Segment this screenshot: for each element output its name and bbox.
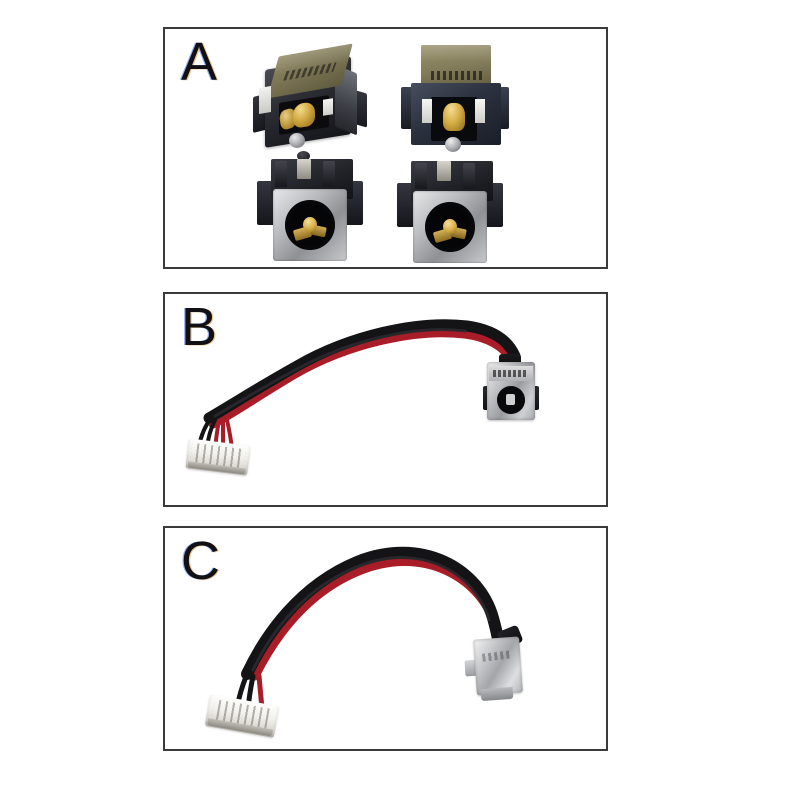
- jack-pin-stub: [297, 151, 310, 161]
- jack-print-marking: [493, 370, 527, 377]
- jack-tab-right: [475, 99, 485, 123]
- jack-print-marking: [481, 650, 511, 662]
- jack-wing-left: [397, 183, 415, 227]
- jack-metal-frame: [273, 189, 347, 261]
- jack-top-face: [421, 45, 491, 89]
- panel-b-label: B: [181, 297, 218, 357]
- panel-a-stage: [165, 29, 606, 267]
- cable-arc-c: [234, 546, 508, 712]
- dc-jack-chrome-c: [464, 624, 527, 704]
- jack-socket-opening: [497, 386, 525, 414]
- jack-base-foot: [480, 686, 514, 702]
- jack-print-marking: [431, 71, 483, 80]
- jack-center-pin: [443, 218, 457, 234]
- jack-prong-left: [415, 163, 427, 189]
- jack-prong-right: [323, 161, 335, 187]
- jack-metal-clip: [437, 161, 451, 181]
- panel-c: C: [163, 526, 608, 751]
- dc-jack-metal-b: [483, 354, 539, 422]
- jack-center-pin: [443, 103, 465, 131]
- dc-jack-top-left: [253, 43, 369, 161]
- panel-a-label: A: [181, 32, 218, 92]
- jack-socket-opening: [285, 200, 335, 250]
- jack-metal-clip: [297, 159, 311, 179]
- jack-metal-shell: [473, 636, 523, 696]
- jack-tab-right: [323, 98, 333, 116]
- jack-solder-foot: [289, 133, 305, 148]
- dc-jack-harness-c: [165, 528, 606, 749]
- jack-top-highlight: [421, 45, 491, 62]
- jack-metal-frame: [413, 191, 487, 263]
- dc-jack-harness-b: [165, 294, 606, 505]
- panel-c-stage: [165, 528, 606, 749]
- jack-prong-left: [275, 161, 287, 187]
- dc-jack-top-right: [401, 43, 509, 161]
- jack-socket-opening: [425, 202, 475, 252]
- panel-b-stage: [165, 294, 606, 505]
- cable-arc-b: [197, 319, 521, 451]
- dc-jack-bottom-right: [397, 161, 507, 267]
- panel-a: A: [163, 27, 608, 269]
- jack-prong-right: [463, 163, 475, 189]
- jack-tab-left: [422, 99, 432, 123]
- panel-c-label: C: [181, 531, 220, 591]
- jack-tab-left: [259, 85, 271, 115]
- jack-wing-left: [257, 181, 275, 225]
- dc-jack-bottom-left: [257, 159, 363, 267]
- jack-center-pin: [303, 216, 317, 232]
- jack-solder-foot: [445, 137, 461, 152]
- panel-b: B: [163, 292, 608, 507]
